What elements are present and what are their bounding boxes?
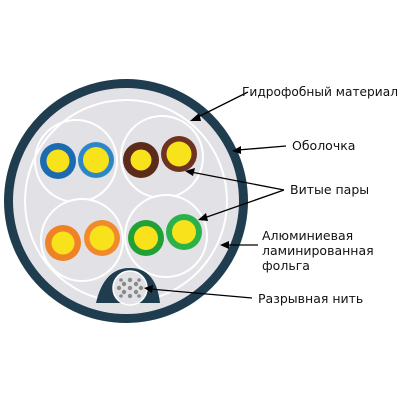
ripcord (96, 268, 160, 306)
leader-twisted-pairs-a (190, 171, 285, 191)
wire-conductor (134, 226, 158, 250)
label-foil-line1: Алюминиевая (262, 228, 353, 243)
arrowhead (232, 146, 241, 154)
leader-ripcord (149, 288, 253, 299)
wire-conductor (51, 231, 75, 255)
arrowhead (190, 113, 201, 121)
label-sheath: Оболочка (292, 138, 355, 153)
wire-conductor (89, 225, 115, 251)
label-foil-line2: ламинированная (262, 243, 374, 258)
label-foil-line3: фольга (262, 258, 310, 273)
arrowhead (220, 241, 229, 249)
leader-lines (144, 91, 287, 299)
wire-conductor (130, 149, 152, 171)
label-ripcord: Разрывная нить (258, 291, 363, 306)
label-twisted-pairs: Витые пары (290, 182, 369, 197)
twisted-pair-green (124, 194, 208, 278)
twisted-pair-brown (120, 115, 204, 199)
twisted-pair-orange (40, 198, 124, 282)
wire-conductor (83, 147, 109, 173)
label-hydrophobic-material: Гидрофобный материал (242, 84, 398, 99)
leader-sheath (237, 145, 287, 151)
arrowhead (144, 285, 153, 293)
twisted-pair-blue (34, 119, 118, 203)
wire-conductor (46, 149, 70, 173)
arrowhead (198, 213, 208, 221)
wire-conductor (166, 141, 192, 167)
arrowhead (185, 168, 195, 176)
leader-hydrophobic (195, 91, 249, 119)
leader-twisted-pairs-b (203, 189, 285, 219)
wire-conductor (172, 220, 196, 244)
